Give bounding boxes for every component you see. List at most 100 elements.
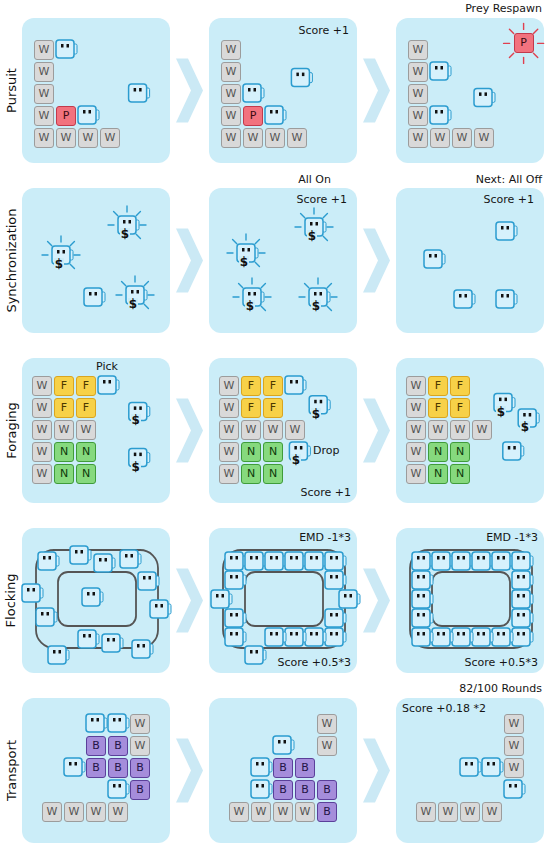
glow-ray xyxy=(126,206,127,212)
agent-eye xyxy=(508,446,511,450)
tile-letter: W xyxy=(457,132,468,144)
tile-letter: W xyxy=(487,806,498,818)
tile-letter: B xyxy=(92,762,100,774)
agent-eye xyxy=(137,290,140,294)
agent-robot xyxy=(78,106,99,124)
agent-robot xyxy=(512,628,533,646)
tile-letter: W xyxy=(256,806,267,818)
agent-eye xyxy=(75,762,78,766)
agent-eye xyxy=(435,254,438,258)
agent-body xyxy=(265,552,283,570)
panel-note: Score +0.18 *2 xyxy=(402,702,486,715)
scene-panel: All OnScore +1$$$$ xyxy=(209,188,357,333)
agent-robot xyxy=(265,628,286,646)
panel-note: Score +1 xyxy=(483,193,534,206)
tile-letter: W xyxy=(421,806,432,818)
agent-eye xyxy=(336,575,339,579)
agent-eye xyxy=(523,613,526,617)
tile-letter: B xyxy=(301,762,309,774)
scene-illustration xyxy=(22,188,170,333)
agent-robot xyxy=(86,714,107,732)
reward-sign: $ xyxy=(128,298,138,311)
panel-note: Drop xyxy=(313,444,339,457)
agent-eye xyxy=(517,632,520,636)
agent-robot xyxy=(48,646,69,664)
grid-tile: W xyxy=(406,376,426,396)
agent-body xyxy=(225,609,243,627)
agent-eye xyxy=(417,632,420,636)
agent-eye xyxy=(423,632,426,636)
agent-eye xyxy=(290,556,293,560)
agent-eye xyxy=(59,650,62,654)
tile-letter: W xyxy=(37,446,48,458)
grid-tile: N xyxy=(263,442,283,462)
agent-eye xyxy=(87,592,90,596)
agent-robot xyxy=(108,780,129,798)
agent-eye xyxy=(459,294,462,298)
scene-panel: Next: All OffScore +1 xyxy=(396,188,544,333)
grid-tile: W xyxy=(221,62,241,82)
agent-eye xyxy=(290,632,293,636)
agent-eye xyxy=(242,248,245,252)
agent-eye xyxy=(437,556,440,560)
grid-tile: W xyxy=(219,398,239,418)
tile-letter: F xyxy=(435,402,441,414)
agent-robot xyxy=(325,609,346,627)
agent-eye xyxy=(441,66,444,70)
grid-tile: W xyxy=(219,442,239,462)
tile-letter: W xyxy=(455,424,466,436)
agent-eye xyxy=(296,632,299,636)
tile-letter: W xyxy=(435,132,446,144)
agent-body xyxy=(512,590,530,608)
agent-robot xyxy=(492,628,513,646)
agent-robot xyxy=(285,552,306,570)
glow-ray xyxy=(323,214,327,218)
agent-eye xyxy=(523,594,526,598)
grid-tile: N xyxy=(241,464,261,484)
agent-eye xyxy=(61,44,64,48)
panel-note: Score +0.5*3 xyxy=(277,656,351,669)
glow-ray xyxy=(74,254,80,255)
reward-sign: $ xyxy=(496,406,506,419)
grid-tile: W xyxy=(219,376,239,396)
grid-tile: W xyxy=(221,84,241,104)
tile-letter: W xyxy=(433,424,444,436)
tile-letter: B xyxy=(279,784,287,796)
grid-tile: W xyxy=(504,758,524,778)
agent-robot xyxy=(430,62,451,80)
tile-letter: W xyxy=(39,66,50,78)
grid-tile: W xyxy=(32,464,52,484)
tile-letter: W xyxy=(81,424,92,436)
agent-eye xyxy=(509,784,512,788)
tile-letter: W xyxy=(411,424,422,436)
agent-body xyxy=(452,552,470,570)
tile-letter: B xyxy=(114,762,122,774)
agent-robot xyxy=(454,290,475,308)
grid-tile: W xyxy=(32,442,52,462)
grid-tile: W xyxy=(34,84,54,104)
glow-ray xyxy=(504,43,510,44)
agent-eye xyxy=(89,110,92,114)
tile-letter: P xyxy=(250,110,257,122)
step-chevron xyxy=(363,399,390,463)
agent-robot xyxy=(512,590,533,608)
grid-tile: N xyxy=(450,464,470,484)
grid-tile: F xyxy=(76,376,96,396)
glow-ray xyxy=(136,212,140,216)
grid-tile: W xyxy=(450,420,470,440)
tile-letter: N xyxy=(434,468,442,480)
step-chevron xyxy=(176,569,203,633)
agent-body xyxy=(482,758,500,776)
tile-letter: N xyxy=(82,468,90,480)
agent-robot xyxy=(225,552,246,570)
tile-letter: N xyxy=(247,446,255,458)
agent-eye xyxy=(139,406,142,410)
agent-eye xyxy=(139,453,142,457)
grid-tile: W xyxy=(273,802,293,822)
grid-tile: W xyxy=(32,376,52,396)
agent-eye xyxy=(513,446,516,450)
scene-illustration xyxy=(22,528,170,673)
agent-eye xyxy=(302,73,305,77)
agent-body xyxy=(48,646,66,664)
agent-body xyxy=(129,84,147,102)
